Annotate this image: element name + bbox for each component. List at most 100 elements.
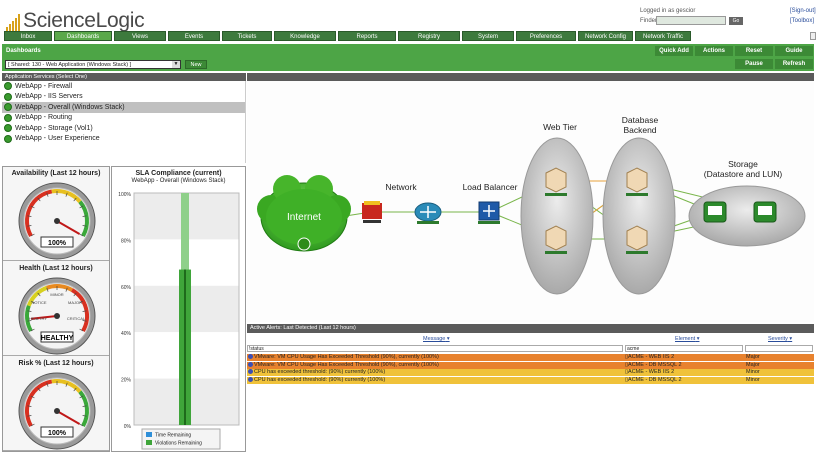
service-item[interactable]: WebApp - Storage (Vol1) bbox=[2, 123, 245, 134]
alert-row[interactable]: VMware: VM CPU Usage Has Exceeded Thresh… bbox=[247, 354, 814, 361]
quick-add-button[interactable]: Quick Add bbox=[655, 46, 693, 56]
status-ok-icon bbox=[4, 82, 12, 91]
alert-info-icon[interactable] bbox=[248, 369, 253, 375]
y-tick-label: 40% bbox=[121, 331, 132, 337]
guide-button[interactable]: Guide bbox=[775, 46, 813, 56]
alert-info-icon[interactable] bbox=[248, 376, 253, 382]
dashboard-select[interactable]: [ Shared: 130 - Web Application (Windows… bbox=[5, 60, 181, 69]
alert-message-text: VMware: VM CPU Usage Has Exceeded Thresh… bbox=[254, 361, 439, 368]
element-icon[interactable]: ▯ bbox=[625, 354, 629, 360]
gauge-value: 100% bbox=[48, 240, 67, 247]
filter-input[interactable]: !status bbox=[247, 345, 623, 352]
service-item[interactable]: WebApp - Routing bbox=[2, 113, 245, 124]
tab-network-config[interactable]: Network Config bbox=[578, 31, 633, 41]
alert-info-icon[interactable] bbox=[248, 354, 253, 360]
gauge-zone-label: NOTICE bbox=[31, 300, 46, 305]
reset-button[interactable]: Reset bbox=[735, 46, 773, 56]
status-ok-icon bbox=[4, 134, 12, 143]
gauge-needle bbox=[31, 315, 58, 320]
finder-label: Finder bbox=[640, 18, 658, 24]
alert-severity: Major bbox=[746, 354, 760, 360]
web-tier-group[interactable] bbox=[520, 137, 594, 295]
tab-reports[interactable]: Reports bbox=[338, 31, 396, 41]
alert-severity: Minor bbox=[746, 369, 760, 375]
db-server-1-icon[interactable] bbox=[626, 167, 648, 196]
pause-button[interactable]: Pause bbox=[735, 59, 773, 69]
tab-inbox[interactable]: Inbox bbox=[4, 31, 52, 41]
alert-element: ▯ACME - WEB IIS 2 bbox=[625, 354, 674, 361]
internet-label: Internet bbox=[287, 212, 321, 223]
alert-row[interactable]: CPU has exceeded threshold: (90%) curren… bbox=[247, 376, 814, 384]
tab-network-traffic[interactable]: Network Traffic bbox=[635, 31, 691, 41]
finder-go-button[interactable]: Go bbox=[729, 17, 743, 25]
service-label: WebApp - IIS Servers bbox=[15, 93, 83, 101]
tab-views[interactable]: Views bbox=[114, 31, 166, 41]
chevron-down-icon[interactable]: ▼ bbox=[172, 61, 180, 68]
alert-message: VMware: VM CPU Usage Has Exceeded Thresh… bbox=[248, 354, 439, 361]
element-icon[interactable]: ▯ bbox=[625, 361, 629, 368]
actions-button[interactable]: Actions bbox=[695, 46, 733, 56]
load-balancer-icon[interactable] bbox=[478, 201, 500, 224]
tab-dashboards[interactable]: Dashboards bbox=[54, 31, 112, 41]
gauge-dial: 100% bbox=[18, 182, 96, 260]
topology-svg: Internet Network Load Balancer bbox=[247, 81, 814, 322]
service-item[interactable]: WebApp - Firewall bbox=[2, 81, 245, 92]
gauge-value: 100% bbox=[48, 430, 67, 437]
gauge-zone-label: HEALTHY bbox=[29, 316, 47, 321]
firewall-icon[interactable] bbox=[362, 201, 382, 223]
new-dashboard-button[interactable]: New bbox=[185, 60, 207, 69]
column-header-label: Severity bbox=[768, 336, 788, 342]
tab-system[interactable]: System bbox=[462, 31, 514, 41]
storage-label: Storage(Datastore and LUN) bbox=[704, 159, 783, 179]
refresh-button[interactable]: Refresh bbox=[775, 59, 813, 69]
alert-message: CPU has exceeded threshold: (90%) curren… bbox=[248, 369, 385, 376]
service-item[interactable]: WebApp - Overall (Windows Stack) bbox=[2, 102, 245, 113]
signout-link[interactable]: [Sign-out] bbox=[790, 8, 816, 14]
storage-group[interactable] bbox=[688, 185, 806, 247]
alerts-header: Active Alerts: Last Detected (Last 12 ho… bbox=[247, 324, 814, 333]
sla-title: SLA Compliance (current) bbox=[135, 170, 222, 177]
element-icon[interactable]: ▯ bbox=[625, 376, 629, 383]
web-server-2-icon[interactable] bbox=[545, 225, 567, 254]
nav-expand-icon[interactable] bbox=[810, 32, 816, 40]
tab-events[interactable]: Events bbox=[168, 31, 220, 41]
alert-row[interactable]: VMware: VM CPU Usage Has Exceeded Thresh… bbox=[247, 361, 814, 369]
element-icon[interactable]: ▯ bbox=[625, 369, 629, 375]
tab-registry[interactable]: Registry bbox=[398, 31, 460, 41]
db-server-2-icon[interactable] bbox=[626, 225, 648, 254]
status-ok-icon bbox=[4, 103, 12, 112]
column-header-message[interactable]: Message ▾ bbox=[423, 336, 450, 342]
sciencelogic-logo: ScienceLogic bbox=[6, 6, 145, 32]
filter-input[interactable]: acme bbox=[625, 345, 743, 352]
toolbox-link[interactable]: [Toolbox] bbox=[790, 18, 815, 24]
lun-icon[interactable] bbox=[753, 201, 777, 223]
login-status: Logged in as gescior bbox=[640, 8, 696, 14]
service-label: WebApp - User Experience bbox=[15, 135, 100, 143]
router-icon[interactable] bbox=[414, 202, 442, 224]
tab-preferences[interactable]: Preferences bbox=[516, 31, 576, 41]
db-tier-group[interactable] bbox=[602, 137, 676, 295]
alert-severity: Major bbox=[746, 361, 760, 368]
status-ok-icon bbox=[4, 113, 12, 122]
finder-input[interactable] bbox=[656, 16, 726, 25]
internet-cloud-icon[interactable] bbox=[257, 175, 351, 252]
alert-message-text: VMware: VM CPU Usage Has Exceeded Thresh… bbox=[254, 354, 439, 360]
datastore-icon[interactable] bbox=[703, 201, 727, 223]
gauge-title: Availability (Last 12 hours) bbox=[11, 170, 101, 177]
alert-info-icon[interactable] bbox=[248, 361, 253, 367]
service-item[interactable]: WebApp - IIS Servers bbox=[2, 92, 245, 103]
alert-row[interactable]: CPU has exceeded threshold: (90%) curren… bbox=[247, 369, 814, 376]
column-header-severity[interactable]: Severity ▾ bbox=[768, 336, 793, 342]
tab-tickets[interactable]: Tickets bbox=[222, 31, 272, 41]
tab-knowledge[interactable]: Knowledge bbox=[274, 31, 336, 41]
alert-message-text: CPU has exceeded threshold: (90%) curren… bbox=[254, 376, 386, 383]
network-label: Network bbox=[385, 182, 417, 192]
web-server-1-icon[interactable] bbox=[545, 167, 567, 196]
filter-input[interactable] bbox=[745, 345, 813, 352]
column-header-element[interactable]: Element ▾ bbox=[675, 336, 700, 342]
service-item[interactable]: WebApp - User Experience bbox=[2, 134, 245, 145]
gauge-needle bbox=[56, 220, 81, 235]
legend-label: Violations Remaining bbox=[155, 441, 202, 447]
